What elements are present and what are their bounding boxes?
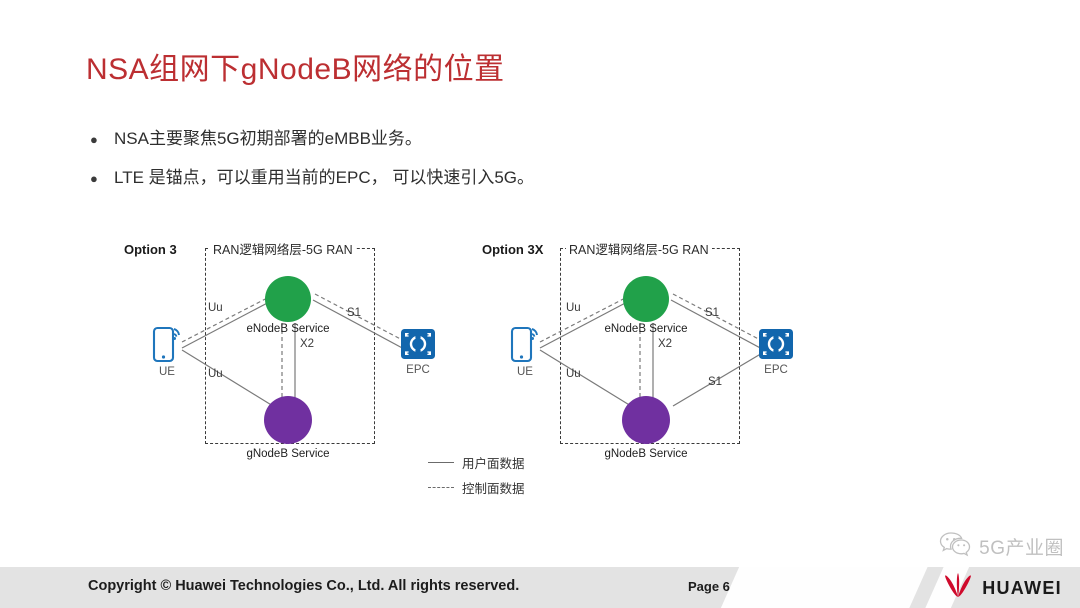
huawei-logo: HUAWEI xyxy=(941,573,1062,604)
ue-label: UE xyxy=(159,366,175,378)
bullet-point-icon: ● xyxy=(90,132,98,147)
smartphone-signal-icon xyxy=(508,320,542,369)
gnodeb-service-node xyxy=(622,396,670,444)
dashed-line-swatch xyxy=(428,487,454,488)
diagram-option-3x: Option 3X RAN逻辑网络层-5G RAN xyxy=(468,228,828,498)
option-3-label: Option 3 xyxy=(124,242,177,257)
enodeb-service-caption: eNodeB Service xyxy=(246,323,330,335)
gnodeb-service-caption: gNodeB Service xyxy=(604,448,688,460)
copyright-notice: Copyright © Huawei Technologies Co., Ltd… xyxy=(88,578,520,594)
edge-label-x2: X2 xyxy=(300,338,315,350)
option-3-edges xyxy=(181,293,411,407)
legend-label: 用户面数据 xyxy=(462,457,525,471)
network-diagram-area: Option 3 RAN逻辑网络层-5G RAN xyxy=(0,228,1080,498)
legend-label: 控制面数据 xyxy=(462,482,525,496)
bullet-text: LTE 是锚点，可以重用当前的EPC， 可以快速引入5G。 xyxy=(114,167,534,187)
edge-label-uu-lower: Uu xyxy=(208,368,223,380)
huawei-wordmark: HUAWEI xyxy=(982,578,1062,598)
watermark-text: 5G产业圈 xyxy=(979,538,1064,559)
solid-line-swatch xyxy=(428,462,454,463)
epc-label: EPC xyxy=(764,364,788,376)
option-3x-label: Option 3X xyxy=(482,242,544,257)
epc-label: EPC xyxy=(406,364,430,376)
wechat-icon xyxy=(939,531,973,562)
edge-label-s1-upper: S1 xyxy=(705,307,720,319)
legend-item-user-plane: 用户面数据 xyxy=(428,453,525,472)
smartphone-signal-icon xyxy=(150,320,184,369)
diagram-option-3: Option 3 RAN逻辑网络层-5G RAN xyxy=(110,228,470,498)
edge-label-uu-upper: Uu xyxy=(566,302,581,314)
epc-gateway-icon xyxy=(758,328,794,365)
legend: 用户面数据 控制面数据 xyxy=(428,453,525,503)
option-3x-edges xyxy=(539,293,769,407)
page-number: Page 6 xyxy=(688,579,730,594)
page-title: NSA组网下gNodeB网络的位置 xyxy=(86,53,505,86)
ran-box-label: RAN逻辑网络层-5G RAN xyxy=(566,239,712,258)
footer: Copyright © Huawei Technologies Co., Ltd… xyxy=(0,567,1080,608)
bullet-point-icon: ● xyxy=(90,170,98,186)
legend-item-control-plane: 控制面数据 xyxy=(428,478,525,497)
gnodeb-service-caption: gNodeB Service xyxy=(246,448,330,460)
edge-label-s1: S1 xyxy=(347,307,362,319)
edge-label-uu-upper: Uu xyxy=(208,302,223,314)
ran-box-label: RAN逻辑网络层-5G RAN xyxy=(210,239,356,258)
enodeb-service-caption: eNodeB Service xyxy=(604,323,688,335)
huawei-flower-icon xyxy=(941,573,975,604)
ue-label: UE xyxy=(517,366,533,378)
list-item: ● NSA主要聚焦5G初期部署的eMBB业务。 xyxy=(86,128,846,151)
list-item: ● LTE 是锚点，可以重用当前的EPC， 可以快速引入5G。 xyxy=(86,167,846,190)
edge-label-x2: X2 xyxy=(658,338,673,350)
enodeb-service-node xyxy=(623,276,669,322)
enodeb-service-node xyxy=(265,276,311,322)
edge-label-uu-lower: Uu xyxy=(566,368,581,380)
epc-gateway-icon xyxy=(400,328,436,365)
gnodeb-service-node xyxy=(264,396,312,444)
edge-label-s1-lower: S1 xyxy=(708,376,723,388)
bullet-text: NSA主要聚焦5G初期部署的eMBB业务。 xyxy=(114,129,422,148)
bullet-list: ● NSA主要聚焦5G初期部署的eMBB业务。 ● LTE 是锚点，可以重用当前… xyxy=(86,128,846,206)
watermark: 5G产业圈 xyxy=(939,531,1064,562)
